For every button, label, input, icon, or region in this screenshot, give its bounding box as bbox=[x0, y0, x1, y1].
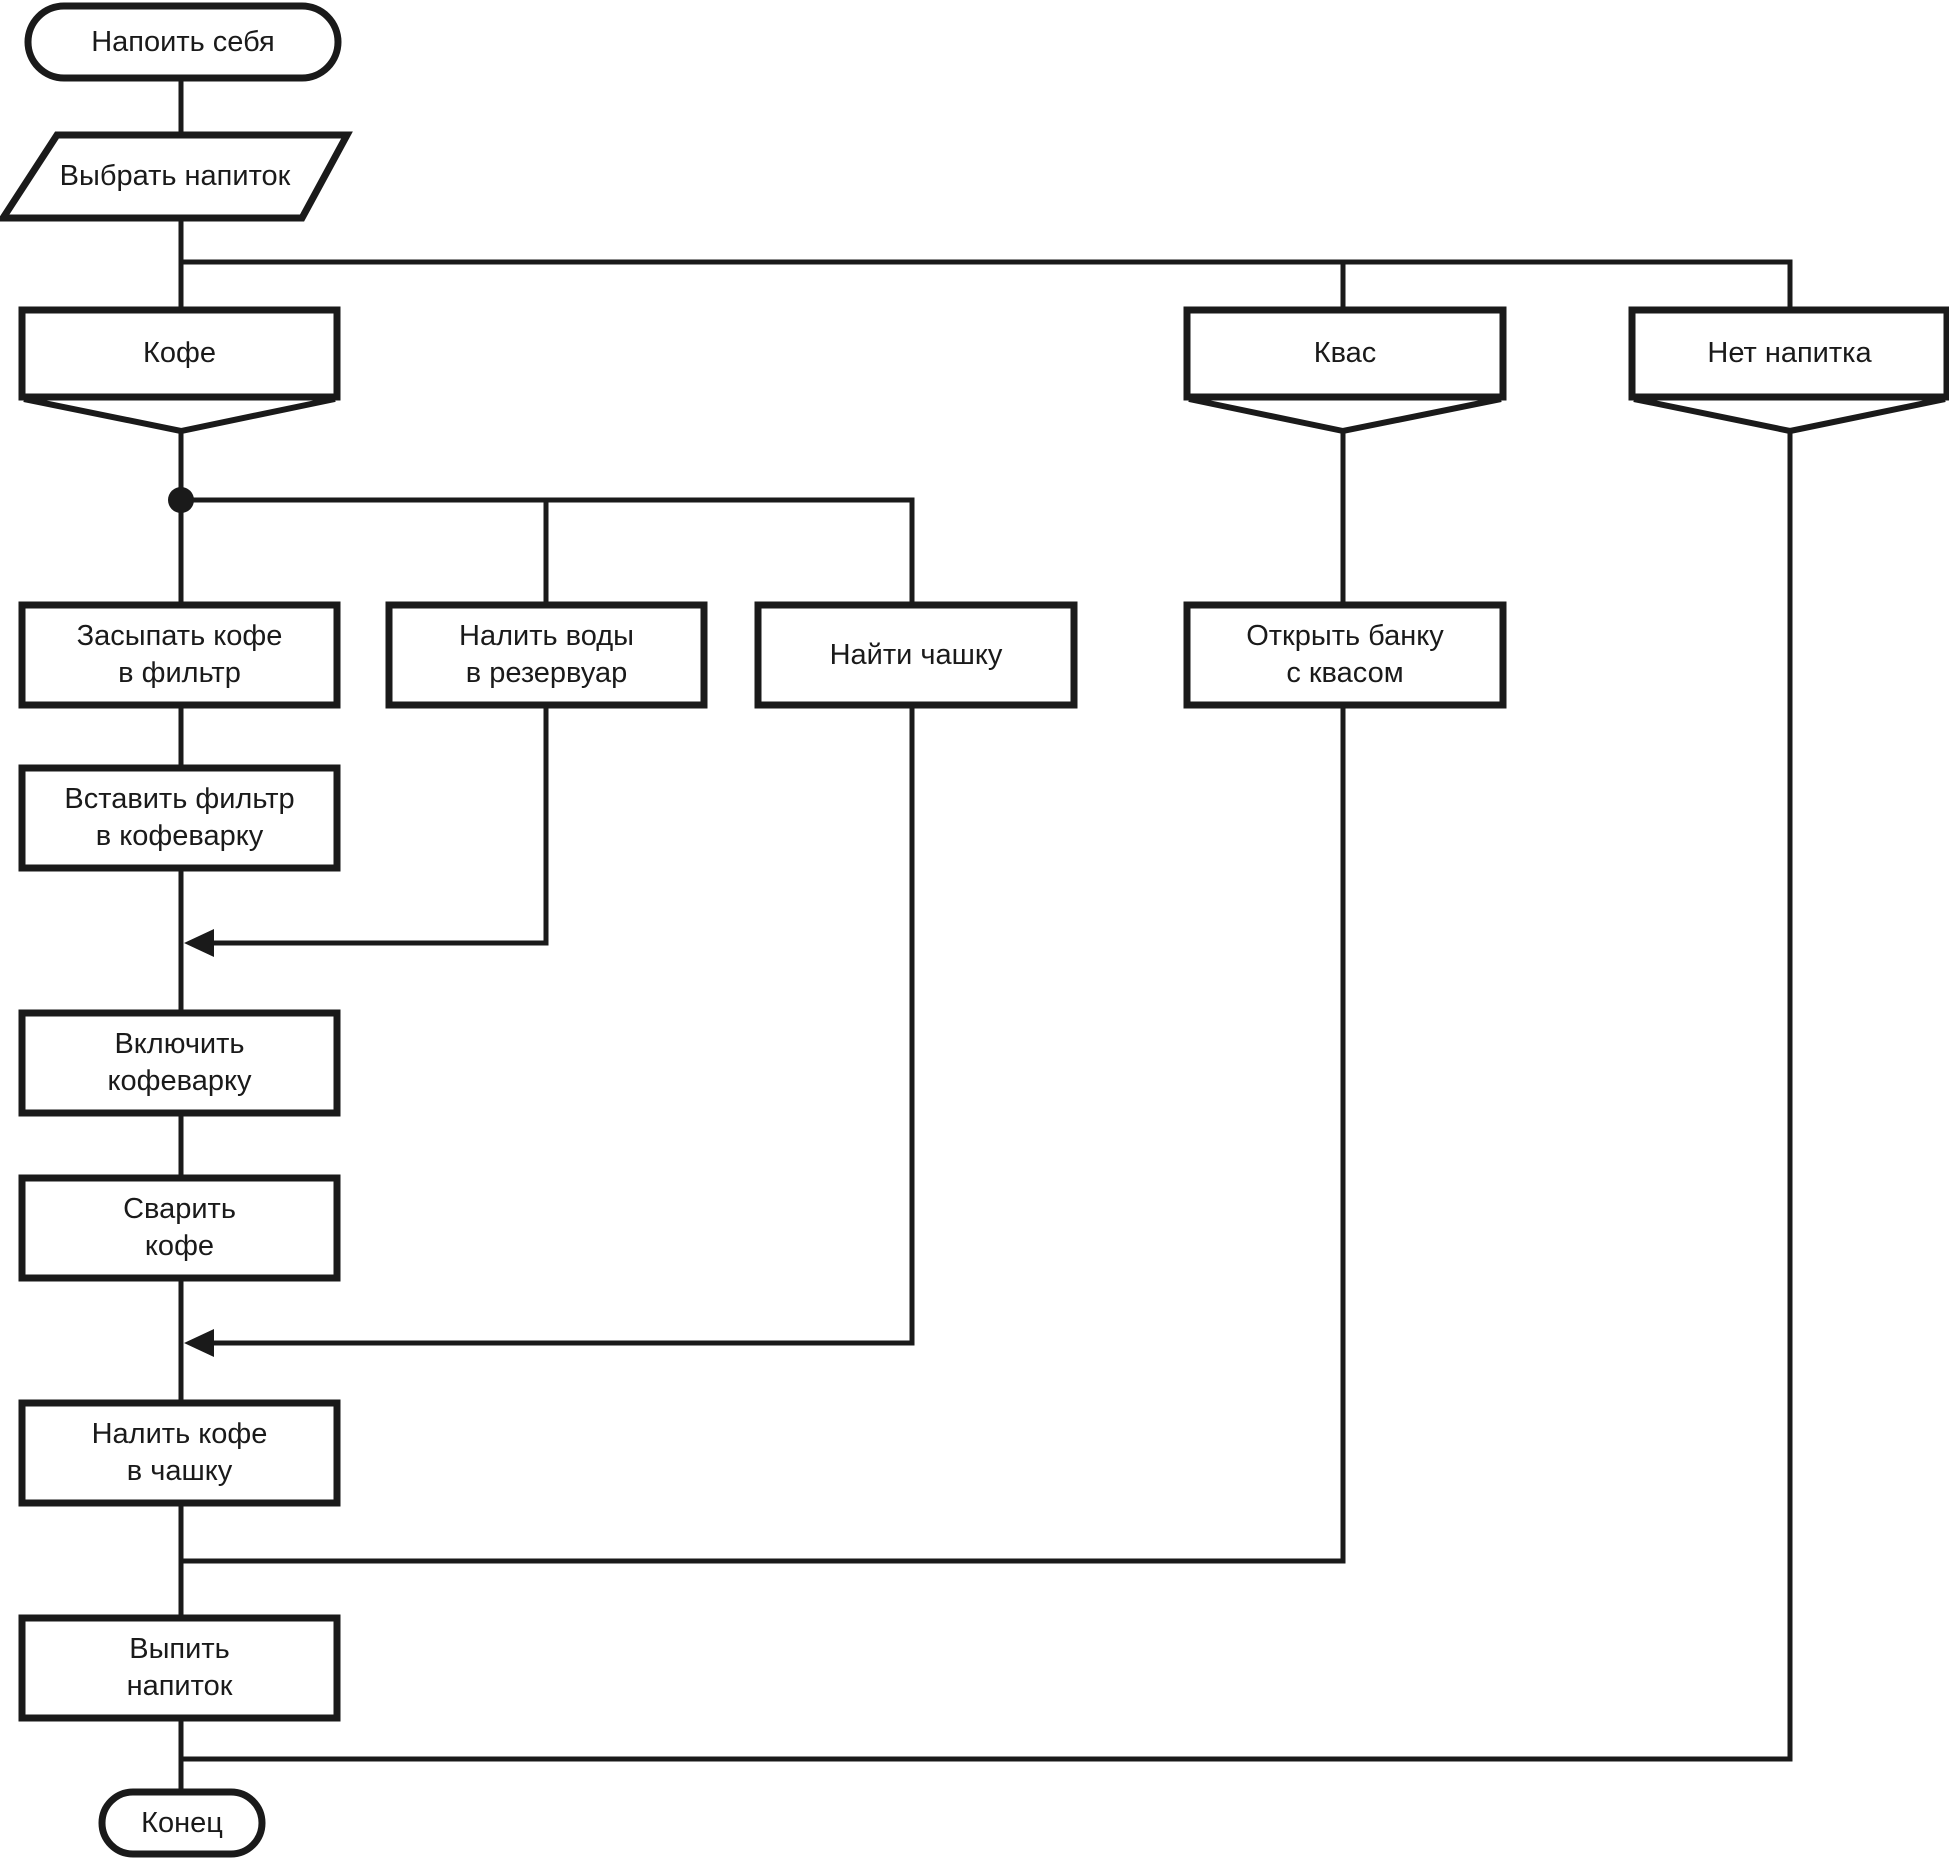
turnon-process-shape bbox=[18, 1009, 341, 1117]
edge-branch-rail bbox=[181, 259, 1793, 310]
edge-water-merge bbox=[212, 705, 549, 946]
choose-io-shape bbox=[0, 131, 353, 222]
openjar-process-shape bbox=[1183, 601, 1507, 709]
drink-process-shape bbox=[18, 1614, 341, 1722]
pourcoffee-process-shape bbox=[18, 1399, 341, 1507]
addcoffee-process-shape bbox=[18, 601, 341, 709]
nodrink-branch-shape bbox=[1628, 306, 1949, 401]
edge-cup-merge bbox=[212, 705, 915, 1346]
nodrink-branch-vee bbox=[1633, 396, 1946, 435]
edge-nodrink-merge bbox=[181, 431, 1793, 1762]
kvass-branch-shape bbox=[1183, 306, 1507, 401]
arrowhead-water-merge bbox=[184, 929, 214, 957]
findcup-process-shape bbox=[754, 601, 1078, 709]
edge-fork-rail bbox=[181, 497, 915, 605]
end-terminator-shape bbox=[98, 1788, 266, 1858]
coffee-branch-vee bbox=[23, 396, 336, 435]
fork-dot bbox=[168, 487, 194, 513]
start-terminator-shape bbox=[24, 2, 342, 82]
arrowhead-cup-merge bbox=[184, 1329, 214, 1357]
brew-process-shape bbox=[18, 1174, 341, 1282]
insertfilter-process-shape bbox=[18, 764, 341, 872]
pourwater-process-shape bbox=[385, 601, 708, 709]
kvass-branch-vee bbox=[1188, 396, 1502, 435]
edge-kvass-merge bbox=[181, 705, 1346, 1564]
coffee-branch-shape bbox=[18, 306, 341, 401]
